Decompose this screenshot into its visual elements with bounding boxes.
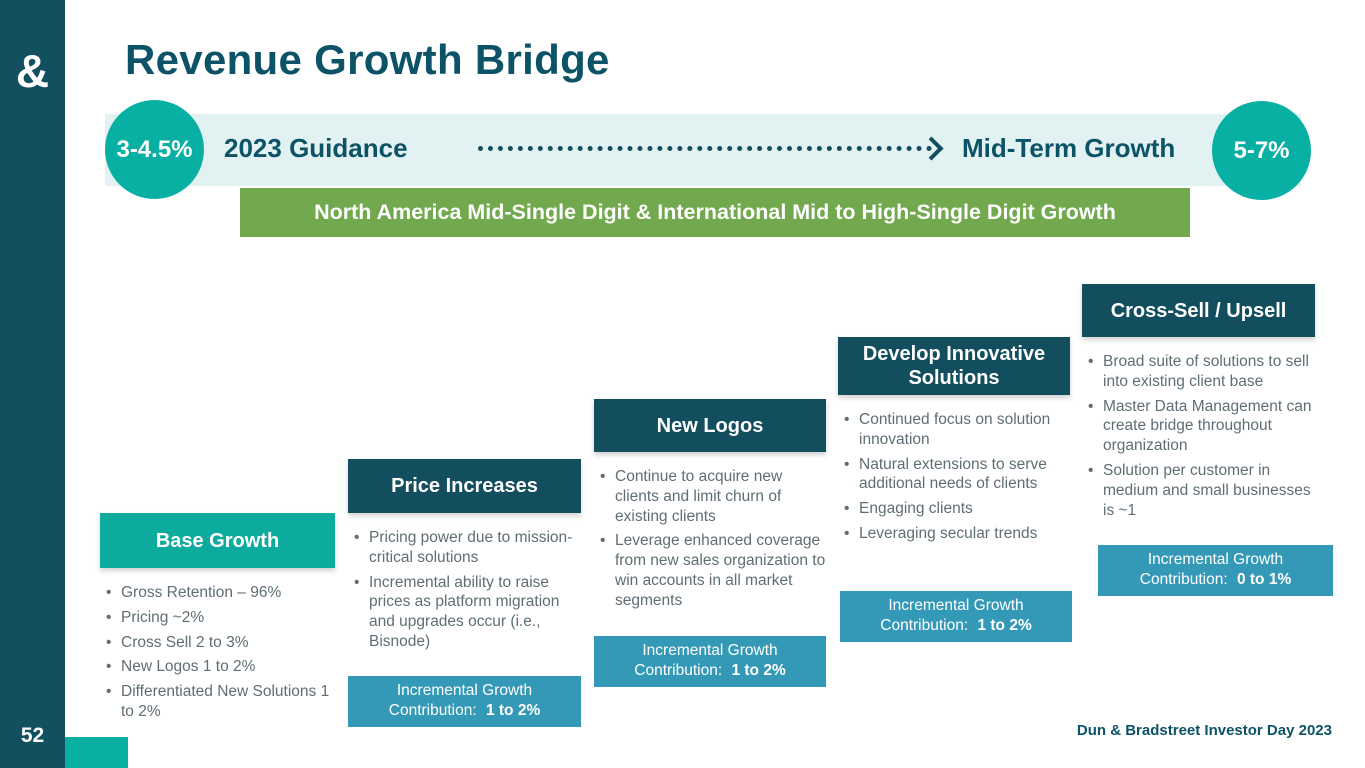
page-number: 52 [20,724,45,747]
guidance-growth-badge: 3-4.5% [105,100,204,199]
bullet-list: Pricing power due to mission-critical so… [348,528,581,652]
bullet-item: Natural extensions to serve additional n… [840,455,1070,495]
contribution-label: Incremental Growth Contribution: [880,597,1024,635]
arrow-head-icon [919,135,944,161]
column-price-increases: Price Increases Pricing power due to mis… [348,459,581,657]
bullet-item: Pricing power due to mission-critical so… [350,528,581,568]
dotted-arrow [478,135,944,161]
column-header: Develop Innovative Solutions [838,337,1070,395]
contribution-value: 1 to 2% [485,702,541,720]
regional-growth-banner: North America Mid-Single Digit & Interna… [240,188,1190,237]
contribution-label: Incremental Growth Contribution: [1139,551,1284,589]
bullet-item: Continue to acquire new clients and limi… [596,467,826,526]
contribution-label: Incremental Growth Contribution: [634,642,778,680]
dotted-line [478,145,932,151]
bullet-item: Gross Retention – 96% [102,583,335,603]
column-develop-innovative-solutions: Develop Innovative Solutions Continued f… [838,337,1070,549]
column-header: Base Growth [100,513,335,568]
contribution-text: Incremental Growth Contribution: 1 to 2% [606,641,814,682]
column-cross-sell-upsell: Cross-Sell / Upsell Broad suite of solut… [1082,284,1315,526]
bullet-item: Solution per customer in medium and smal… [1084,461,1315,520]
column-header: New Logos [594,399,826,452]
bullet-list: Continued focus on solution innovation N… [838,410,1070,544]
guidance-label: 2023 Guidance [224,133,408,163]
bullet-item: Differentiated New Solutions 1 to 2% [102,682,335,722]
contribution-value: 1 to 2% [731,662,786,680]
column-new-logos: New Logos Continue to acquire new client… [594,399,826,616]
mid-term-growth-badge: 5-7% [1212,101,1311,200]
bullet-item: New Logos 1 to 2% [102,657,335,677]
contribution-box-develop-innovative-solutions: Incremental Growth Contribution: 1 to 2% [840,591,1072,642]
mid-term-growth-label: Mid-Term Growth [962,133,1176,163]
contribution-label: Incremental Growth Contribution: [388,682,533,720]
teal-accent-square [65,737,128,768]
bullet-list: Continue to acquire new clients and limi… [594,467,826,611]
contribution-text: Incremental Growth Contribution: 0 to 1% [1110,550,1321,591]
contribution-value: 1 to 2% [977,617,1032,635]
contribution-text: Incremental Growth Contribution: 1 to 2% [360,681,569,722]
sidebar: & 52 [0,0,65,768]
bullet-item: Engaging clients [840,499,1070,519]
bullet-item: Pricing ~2% [102,608,335,628]
bullet-item: Leveraging secular trends [840,524,1070,544]
contribution-text: Incremental Growth Contribution: 1 to 2% [852,596,1060,637]
contribution-value: 0 to 1% [1236,571,1292,589]
mid-term-growth-value: 5-7% [1233,136,1290,164]
slide-title: Revenue Growth Bridge [125,36,610,83]
bullet-item: Broad suite of solutions to sell into ex… [1084,352,1315,392]
dnb-ampersand-logo-icon: & [15,45,50,97]
contribution-box-new-logos: Incremental Growth Contribution: 1 to 2% [594,636,826,687]
column-header: Price Increases [348,459,581,513]
bullet-item: Incremental ability to raise prices as p… [350,573,581,652]
bullet-item: Master Data Management can create bridge… [1084,397,1315,456]
guidance-growth-value: 3-4.5% [116,135,193,163]
bullet-item: Cross Sell 2 to 3% [102,633,335,653]
bullet-item: Continued focus on solution innovation [840,410,1070,450]
footer-caption: Dun & Bradstreet Investor Day 2023 [1076,722,1332,739]
column-header: Cross-Sell / Upsell [1082,284,1315,337]
contribution-box-price-increases: Incremental Growth Contribution: 1 to 2% [348,676,581,727]
bullet-list: Gross Retention – 96% Pricing ~2% Cross … [100,583,335,722]
bullet-list: Broad suite of solutions to sell into ex… [1082,352,1315,521]
contribution-box-cross-sell-upsell: Incremental Growth Contribution: 0 to 1% [1098,545,1333,596]
column-base-growth: Base Growth Gross Retention – 96% Pricin… [100,513,335,727]
bullet-item: Leverage enhanced coverage from new sale… [596,531,826,610]
